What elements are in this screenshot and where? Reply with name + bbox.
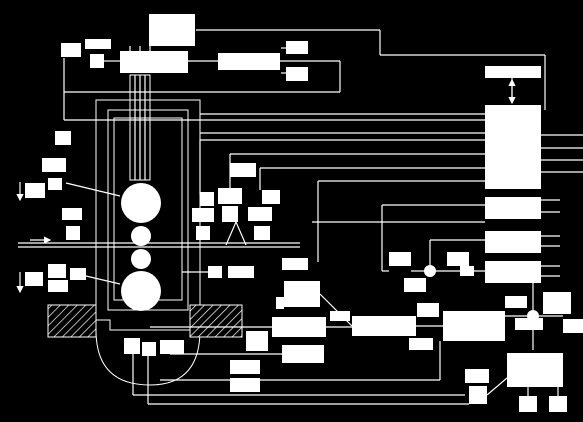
foundation-left	[47, 304, 97, 338]
right-top-small-blocks	[218, 41, 308, 81]
summing-junctions	[381, 199, 560, 322]
bottom-output-blocks	[124, 338, 567, 412]
left-small-blocks	[61, 39, 111, 68]
left-sensor-blocks	[16, 131, 121, 294]
stand-right-blocks	[182, 163, 308, 278]
top-wiring	[63, 29, 546, 110]
screwdown-drive-block	[120, 46, 188, 73]
top-controller-block	[149, 14, 195, 46]
backup-rolls	[121, 183, 161, 311]
foundation-right	[189, 304, 243, 338]
processor-input-wires	[63, 92, 583, 262]
strip-line	[18, 236, 300, 248]
main-processor-block	[485, 66, 541, 283]
hydraulic-blocks	[150, 281, 583, 363]
work-rolls	[131, 226, 151, 269]
